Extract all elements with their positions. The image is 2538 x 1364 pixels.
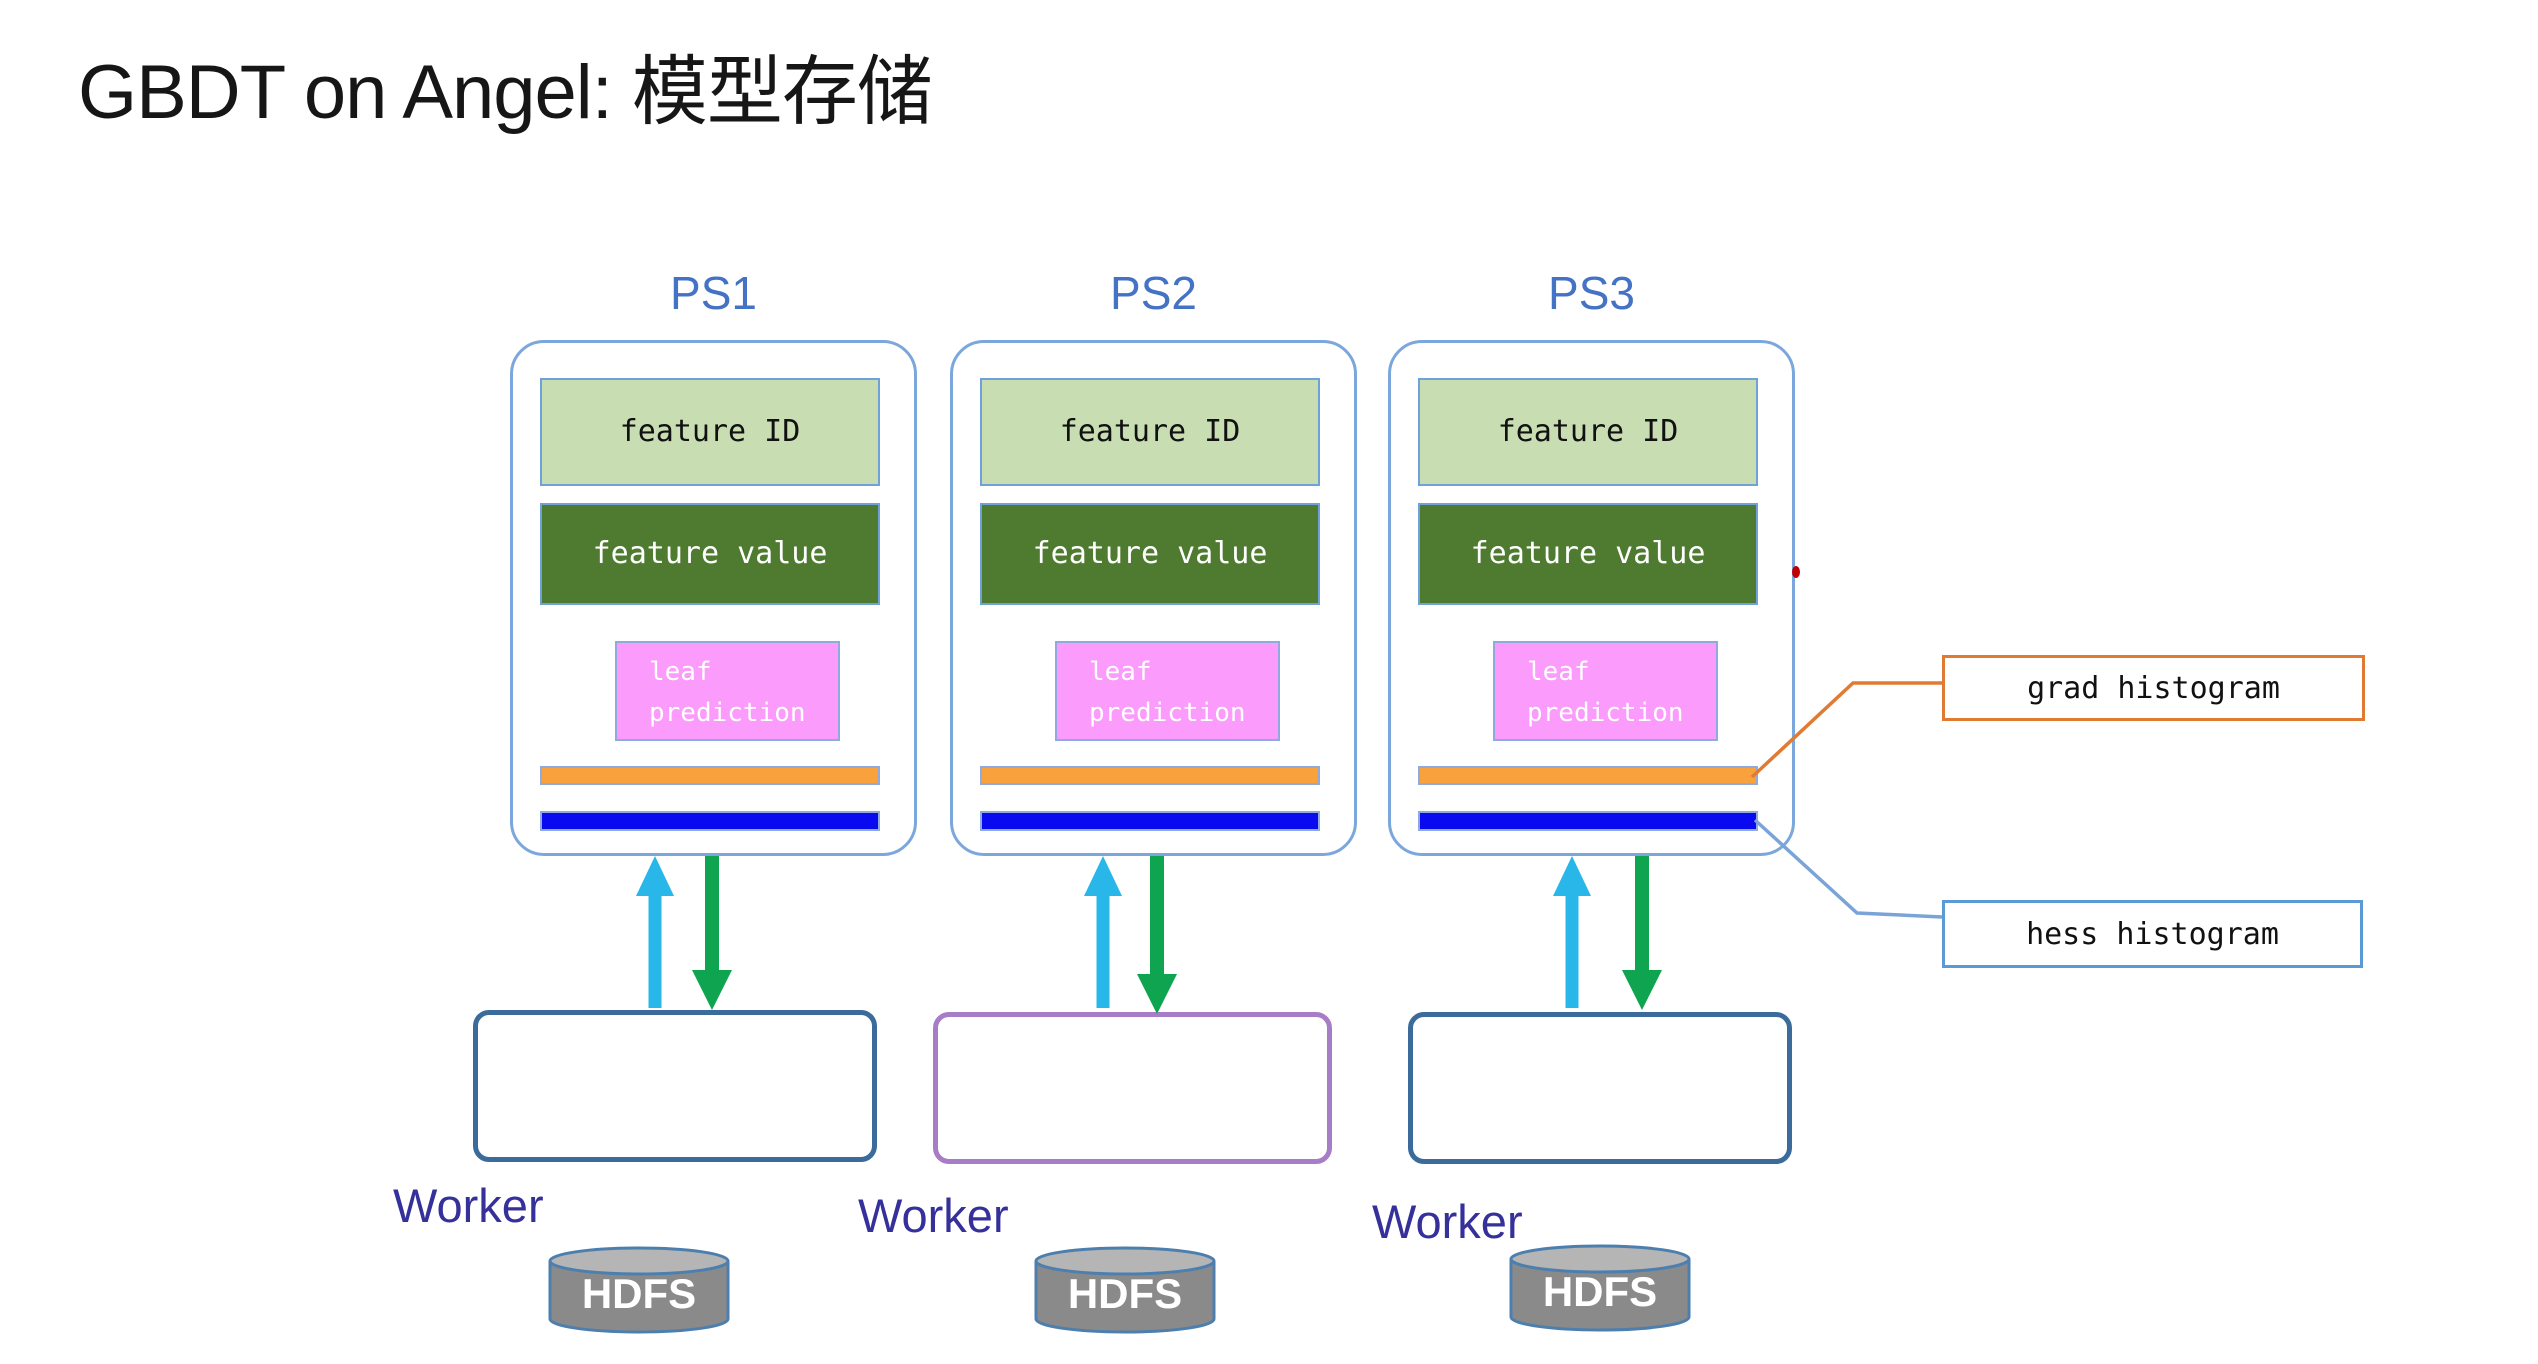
ps2-label: PS2 <box>1110 267 1197 319</box>
hdfs-cylinder: HDFS <box>548 1246 730 1334</box>
hess-histogram-bar <box>1418 811 1758 831</box>
leaf-prediction-cell: leaf prediction <box>1055 641 1280 741</box>
worker-label: Worker <box>1372 1195 1523 1248</box>
hdfs-label: HDFS <box>582 1270 696 1317</box>
hess-histogram-bar <box>540 811 880 831</box>
hdfs-cylinder: HDFS <box>1509 1244 1691 1332</box>
feature-id-cell: feature ID <box>540 378 880 486</box>
grad-histogram-bar <box>540 766 880 785</box>
hdfs-label: HDFS <box>1068 1270 1182 1317</box>
worker-box <box>933 1012 1332 1164</box>
grad-histogram-callout: grad histogram <box>1942 655 2365 721</box>
page-title: GBDT on Angel: 模型存储 <box>78 50 933 135</box>
feature-value-cell: feature value <box>980 503 1320 605</box>
worker-to-ps-arrow <box>1084 856 1122 1008</box>
feature-value-cell: feature value <box>1418 503 1758 605</box>
cylinder-top <box>1034 1246 1216 1276</box>
ps1-box: feature ID feature value leaf prediction <box>510 340 917 856</box>
cylinder-top <box>548 1246 730 1276</box>
ps1-label: PS1 <box>670 267 757 319</box>
ps-to-worker-arrow <box>1622 856 1662 1010</box>
grad-histogram-bar <box>1418 766 1758 785</box>
hdfs-cylinder: HDFS <box>1034 1246 1216 1334</box>
leaf-prediction-cell: leaf prediction <box>1493 641 1718 741</box>
worker-label: Worker <box>393 1179 544 1232</box>
grad-histogram-bar <box>980 766 1320 785</box>
feature-value-cell: feature value <box>540 503 880 605</box>
worker-to-ps-arrow <box>1553 856 1591 1008</box>
ps3-label: PS3 <box>1548 267 1635 319</box>
hess-histogram-callout: hess histogram <box>1942 900 2363 968</box>
worker-box <box>1408 1012 1792 1164</box>
feature-id-cell: feature ID <box>1418 378 1758 486</box>
worker-label: Worker <box>858 1189 1009 1242</box>
worker-box <box>473 1010 877 1162</box>
hess-histogram-bar <box>980 811 1320 831</box>
worker-to-ps-arrow <box>636 856 674 1008</box>
ps-to-worker-arrow <box>1137 856 1177 1014</box>
cylinder-top <box>1509 1244 1691 1274</box>
feature-id-cell: feature ID <box>980 378 1320 486</box>
ps3-box: feature ID feature value leaf prediction <box>1388 340 1795 856</box>
hdfs-label: HDFS <box>1543 1268 1657 1315</box>
ps2-box: feature ID feature value leaf prediction <box>950 340 1357 856</box>
leaf-prediction-cell: leaf prediction <box>615 641 840 741</box>
ps-to-worker-arrow <box>692 856 732 1010</box>
